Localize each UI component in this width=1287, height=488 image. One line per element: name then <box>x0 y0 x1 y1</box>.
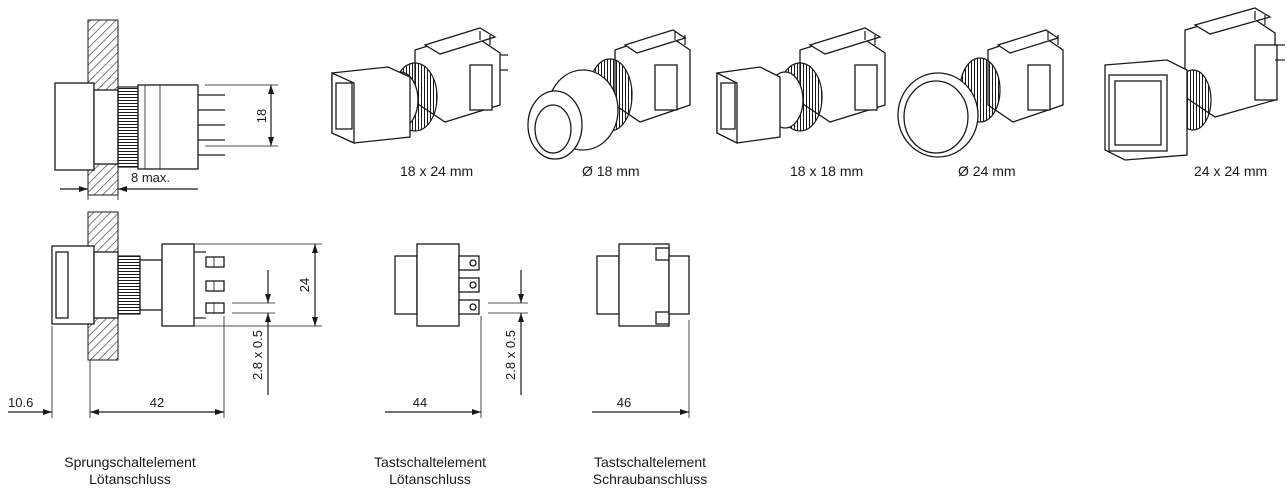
caption-tast-schraub-line2: Schraubanschluss <box>593 471 707 487</box>
caption-tast-loet-line2: Lötanschluss <box>389 471 471 487</box>
dim-height-18: 18 <box>254 109 269 123</box>
dim-length-44: 44 <box>413 395 427 410</box>
knurled-nut-top <box>117 86 139 168</box>
variant-18x18: 18 x 18 mm <box>716 27 886 179</box>
caption-sprung-line1: Sprungschaltelement <box>64 454 196 470</box>
caption-sprung: Sprungschaltelement Lötanschluss <box>64 454 196 487</box>
caption-sprung-line2: Lötanschluss <box>89 471 171 487</box>
knurled-nut-bottom <box>117 255 141 315</box>
dim-pin-a: 2.8 x 0.5 <box>250 330 265 380</box>
variant-label-18x18: 18 x 18 mm <box>790 163 863 179</box>
bezel-top <box>93 89 119 165</box>
switch-body-bottom <box>161 243 195 327</box>
side-view-top: 18 8 max. <box>54 19 278 200</box>
caption-tast-loet-line1: Tastschaltelement <box>374 454 486 470</box>
switch-body-top <box>137 84 199 170</box>
variant-18x24: 18 x 24 mm <box>331 27 508 179</box>
caption-tast-loet: Tastschaltelement Lötanschluss <box>374 454 486 487</box>
button-cap-top <box>54 82 95 171</box>
dim-length-42: 42 <box>150 395 164 410</box>
variant-d24: Ø 24 mm <box>897 29 1064 179</box>
dim-height-24: 24 <box>297 278 312 292</box>
variant-label-24x24: 24 x 24 mm <box>1194 163 1267 179</box>
caption-tast-schraub: Tastschaltelement Schraubanschluss <box>593 454 707 487</box>
variant-24x24: 24 x 24 mm <box>1104 7 1285 179</box>
caption-tast-schraub-line1: Tastschaltelement <box>594 454 706 470</box>
dim-length-46: 46 <box>617 395 631 410</box>
variant-label-d18: Ø 18 mm <box>582 163 640 179</box>
variant-label-d24: Ø 24 mm <box>958 163 1016 179</box>
side-view-tast-schraub: 46 <box>592 243 690 418</box>
dim-length-10-6: 10.6 <box>8 395 33 410</box>
dim-pin-b: 2.8 x 0.5 <box>503 330 518 380</box>
variant-d18: Ø 18 mm <box>527 29 691 179</box>
variant-label-18x24: 18 x 24 mm <box>400 163 473 179</box>
switch-body-tast-loet <box>416 243 460 327</box>
side-view-bottom: 24 2.8 x 0.5 10.6 42 <box>8 211 322 418</box>
side-view-tast-loet: 2.8 x 0.5 44 <box>385 243 528 418</box>
dim-depth-8max: 8 max. <box>131 170 170 185</box>
